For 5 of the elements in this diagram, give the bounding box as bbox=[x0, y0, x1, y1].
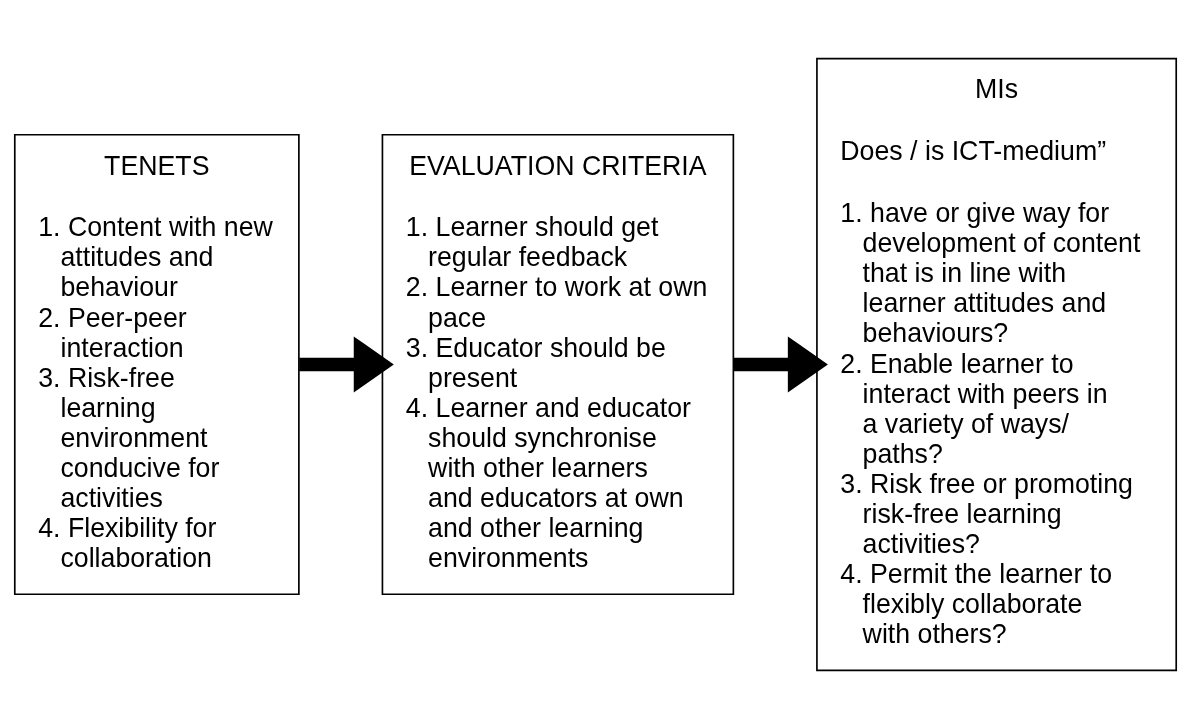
node-box: MIs Does / is ICT-medium” 1. have or give way for development of content that is in line with learner attitudes and behaviours? 2. Enable learner to interact with peers in a variety of ways/ paths? 3. Risk free or promoting risk-free learning activities? 4. Permit the learner to flexibly collaborate with others? bbox=[816, 57, 1178, 671]
arrow bbox=[299, 335, 394, 393]
node-box: TENETS 1. Content with new attitudes and behaviour 2. Peer-peer interaction 3. Risk-free learning environment conducive for activities 4. Flexibility for collaboration bbox=[13, 133, 300, 595]
node-box: EVALUATION CRITERIA 1. Learner should get regular feedback 2. Learner to work at own pace 3. Educator should be present 4. Learner and educator should synchronise with other learners and educators at own and other learning environments bbox=[381, 133, 735, 595]
arrow bbox=[733, 335, 828, 393]
